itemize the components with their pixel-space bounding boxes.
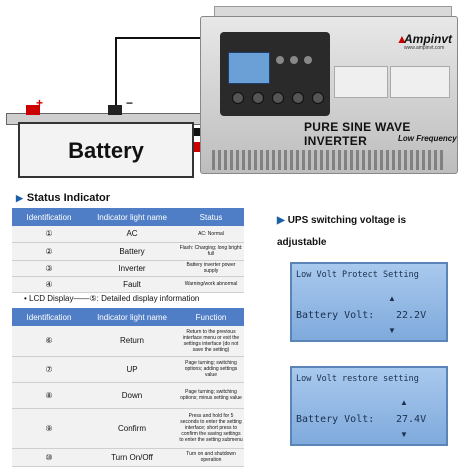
function-header-id: Identification <box>12 308 86 326</box>
lcd-screen-restore: Low Volt restore setting ▲ Battery Volt:… <box>290 366 448 446</box>
row-name: AC <box>86 226 178 243</box>
indicator-sticker-2 <box>390 66 450 98</box>
inverter-lcd <box>228 52 270 84</box>
negative-sign: − <box>126 96 134 110</box>
panel-button-4 <box>292 92 304 104</box>
row-status: Warning/work abnormal <box>178 276 244 293</box>
lcd-button-3 <box>304 56 312 64</box>
status-header-name: Indicator light name <box>86 208 178 226</box>
row-name: Fault <box>86 276 178 293</box>
positive-sign: + <box>36 96 44 110</box>
panel-button-3 <box>272 92 284 104</box>
ups-section-title: ▶UPS switching voltage is adjustable <box>277 210 457 254</box>
status-header-id: Identification <box>12 208 86 226</box>
row-name: Battery <box>86 242 178 261</box>
panel-button-2 <box>252 92 264 104</box>
row-name: UP <box>86 356 178 383</box>
row-function: Press and hold for 5 seconds to enter th… <box>178 408 244 449</box>
row-status: Flash: Charging; long bright: full <box>178 242 244 261</box>
section-arrow-icon: ▶ <box>16 193 23 203</box>
row-name: Return <box>86 326 178 357</box>
up-arrow-icon: ▲ <box>388 294 396 303</box>
table-row: ① AC AC: Normal <box>12 226 244 243</box>
function-header-function: Function <box>178 308 244 326</box>
row-function: Return to the previous interface menu or… <box>178 326 244 357</box>
row-name: Confirm <box>86 408 178 449</box>
battery-body <box>18 122 194 178</box>
panel-button-5 <box>312 92 324 104</box>
up-arrow-icon: ▲ <box>400 398 408 407</box>
negative-cable <box>115 37 214 106</box>
positive-terminal <box>26 105 40 115</box>
table-row: ⑥ Return Return to the previous interfac… <box>12 326 244 357</box>
status-section-title: ▶Status Indicator <box>16 192 110 204</box>
ups-line-2: adjustable <box>277 237 327 248</box>
row-id: ③ <box>12 260 86 277</box>
row-id: ⑦ <box>12 356 86 383</box>
lcd1-title: Low Volt Protect Setting <box>296 270 419 280</box>
function-table: Identification Indicator light name Func… <box>12 308 244 467</box>
table-row: ② Battery Flash: Charging; long bright: … <box>12 242 244 261</box>
table-row: ④ Fault Warning/work abnormal <box>12 276 244 293</box>
lcd2-value: 27.4V <box>396 414 427 425</box>
row-id: ② <box>12 242 86 261</box>
row-id: ⑧ <box>12 382 86 409</box>
row-status: AC: Normal <box>178 226 244 243</box>
row-status: Battery inverter power supply <box>178 260 244 277</box>
row-function: Page turning; switching options; minus s… <box>178 382 244 409</box>
lcd1-label: Battery Volt: <box>296 310 375 321</box>
lcd2-title: Low Volt restore setting <box>296 374 419 384</box>
inverter-title: PURE SINE WAVE INVERTER <box>304 120 411 148</box>
lcd-button-1 <box>276 56 284 64</box>
ups-line-1: UPS switching voltage is <box>287 215 407 226</box>
row-id: ④ <box>12 276 86 293</box>
lcd-screen-protect: Low Volt Protect Setting ▲ Battery Volt:… <box>290 262 448 342</box>
down-arrow-icon: ▼ <box>388 326 396 335</box>
table-row: ⑨ Confirm Press and hold for 5 seconds t… <box>12 408 244 449</box>
row-function: Turn on and shutdown operation <box>178 448 244 467</box>
inverter-vent <box>212 150 444 170</box>
down-arrow-icon: ▼ <box>400 430 408 439</box>
battery-label: Battery <box>68 138 144 163</box>
inverter-brand: Ampinvt <box>404 32 452 46</box>
inverter-subtitle: Low Frequency <box>398 134 457 143</box>
inverter-url: www.ampinvt.com <box>404 45 445 51</box>
inverter-logo-mark: ▲ <box>396 32 408 46</box>
table-row: ⑩ Turn On/Off Turn on and shutdown opera… <box>12 448 244 467</box>
table-row: ⑧ Down Page turning; switching options; … <box>12 382 244 409</box>
row-id: ① <box>12 226 86 243</box>
table-row: ③ Inverter Battery inverter power supply <box>12 260 244 277</box>
lcd1-value: 22.2V <box>396 310 427 321</box>
lcd2-label: Battery Volt: <box>296 414 375 425</box>
status-title-text: Status Indicator <box>26 192 111 204</box>
panel-button-1 <box>232 92 244 104</box>
status-table: Identification Indicator light name Stat… <box>12 208 244 293</box>
indicator-sticker-1 <box>334 66 388 98</box>
row-name: Turn On/Off <box>86 448 178 467</box>
row-id: ⑩ <box>12 448 86 467</box>
table-row: ⑦ UP Page turning; switching options; ad… <box>12 356 244 383</box>
row-name: Down <box>86 382 178 409</box>
ups-arrow-icon: ▶ <box>277 215 285 226</box>
lcd-button-2 <box>290 56 298 64</box>
status-header-status: Status <box>178 208 244 226</box>
row-id: ⑥ <box>12 326 86 357</box>
function-header-name: Indicator light name <box>86 308 178 326</box>
negative-terminal <box>108 105 122 115</box>
row-id: ⑨ <box>12 408 86 449</box>
row-function: Page turning; switching options; adding … <box>178 356 244 383</box>
row-name: Inverter <box>86 260 178 277</box>
lcd-display-note: • LCD Display——⑤: Detailed display infor… <box>24 294 200 303</box>
